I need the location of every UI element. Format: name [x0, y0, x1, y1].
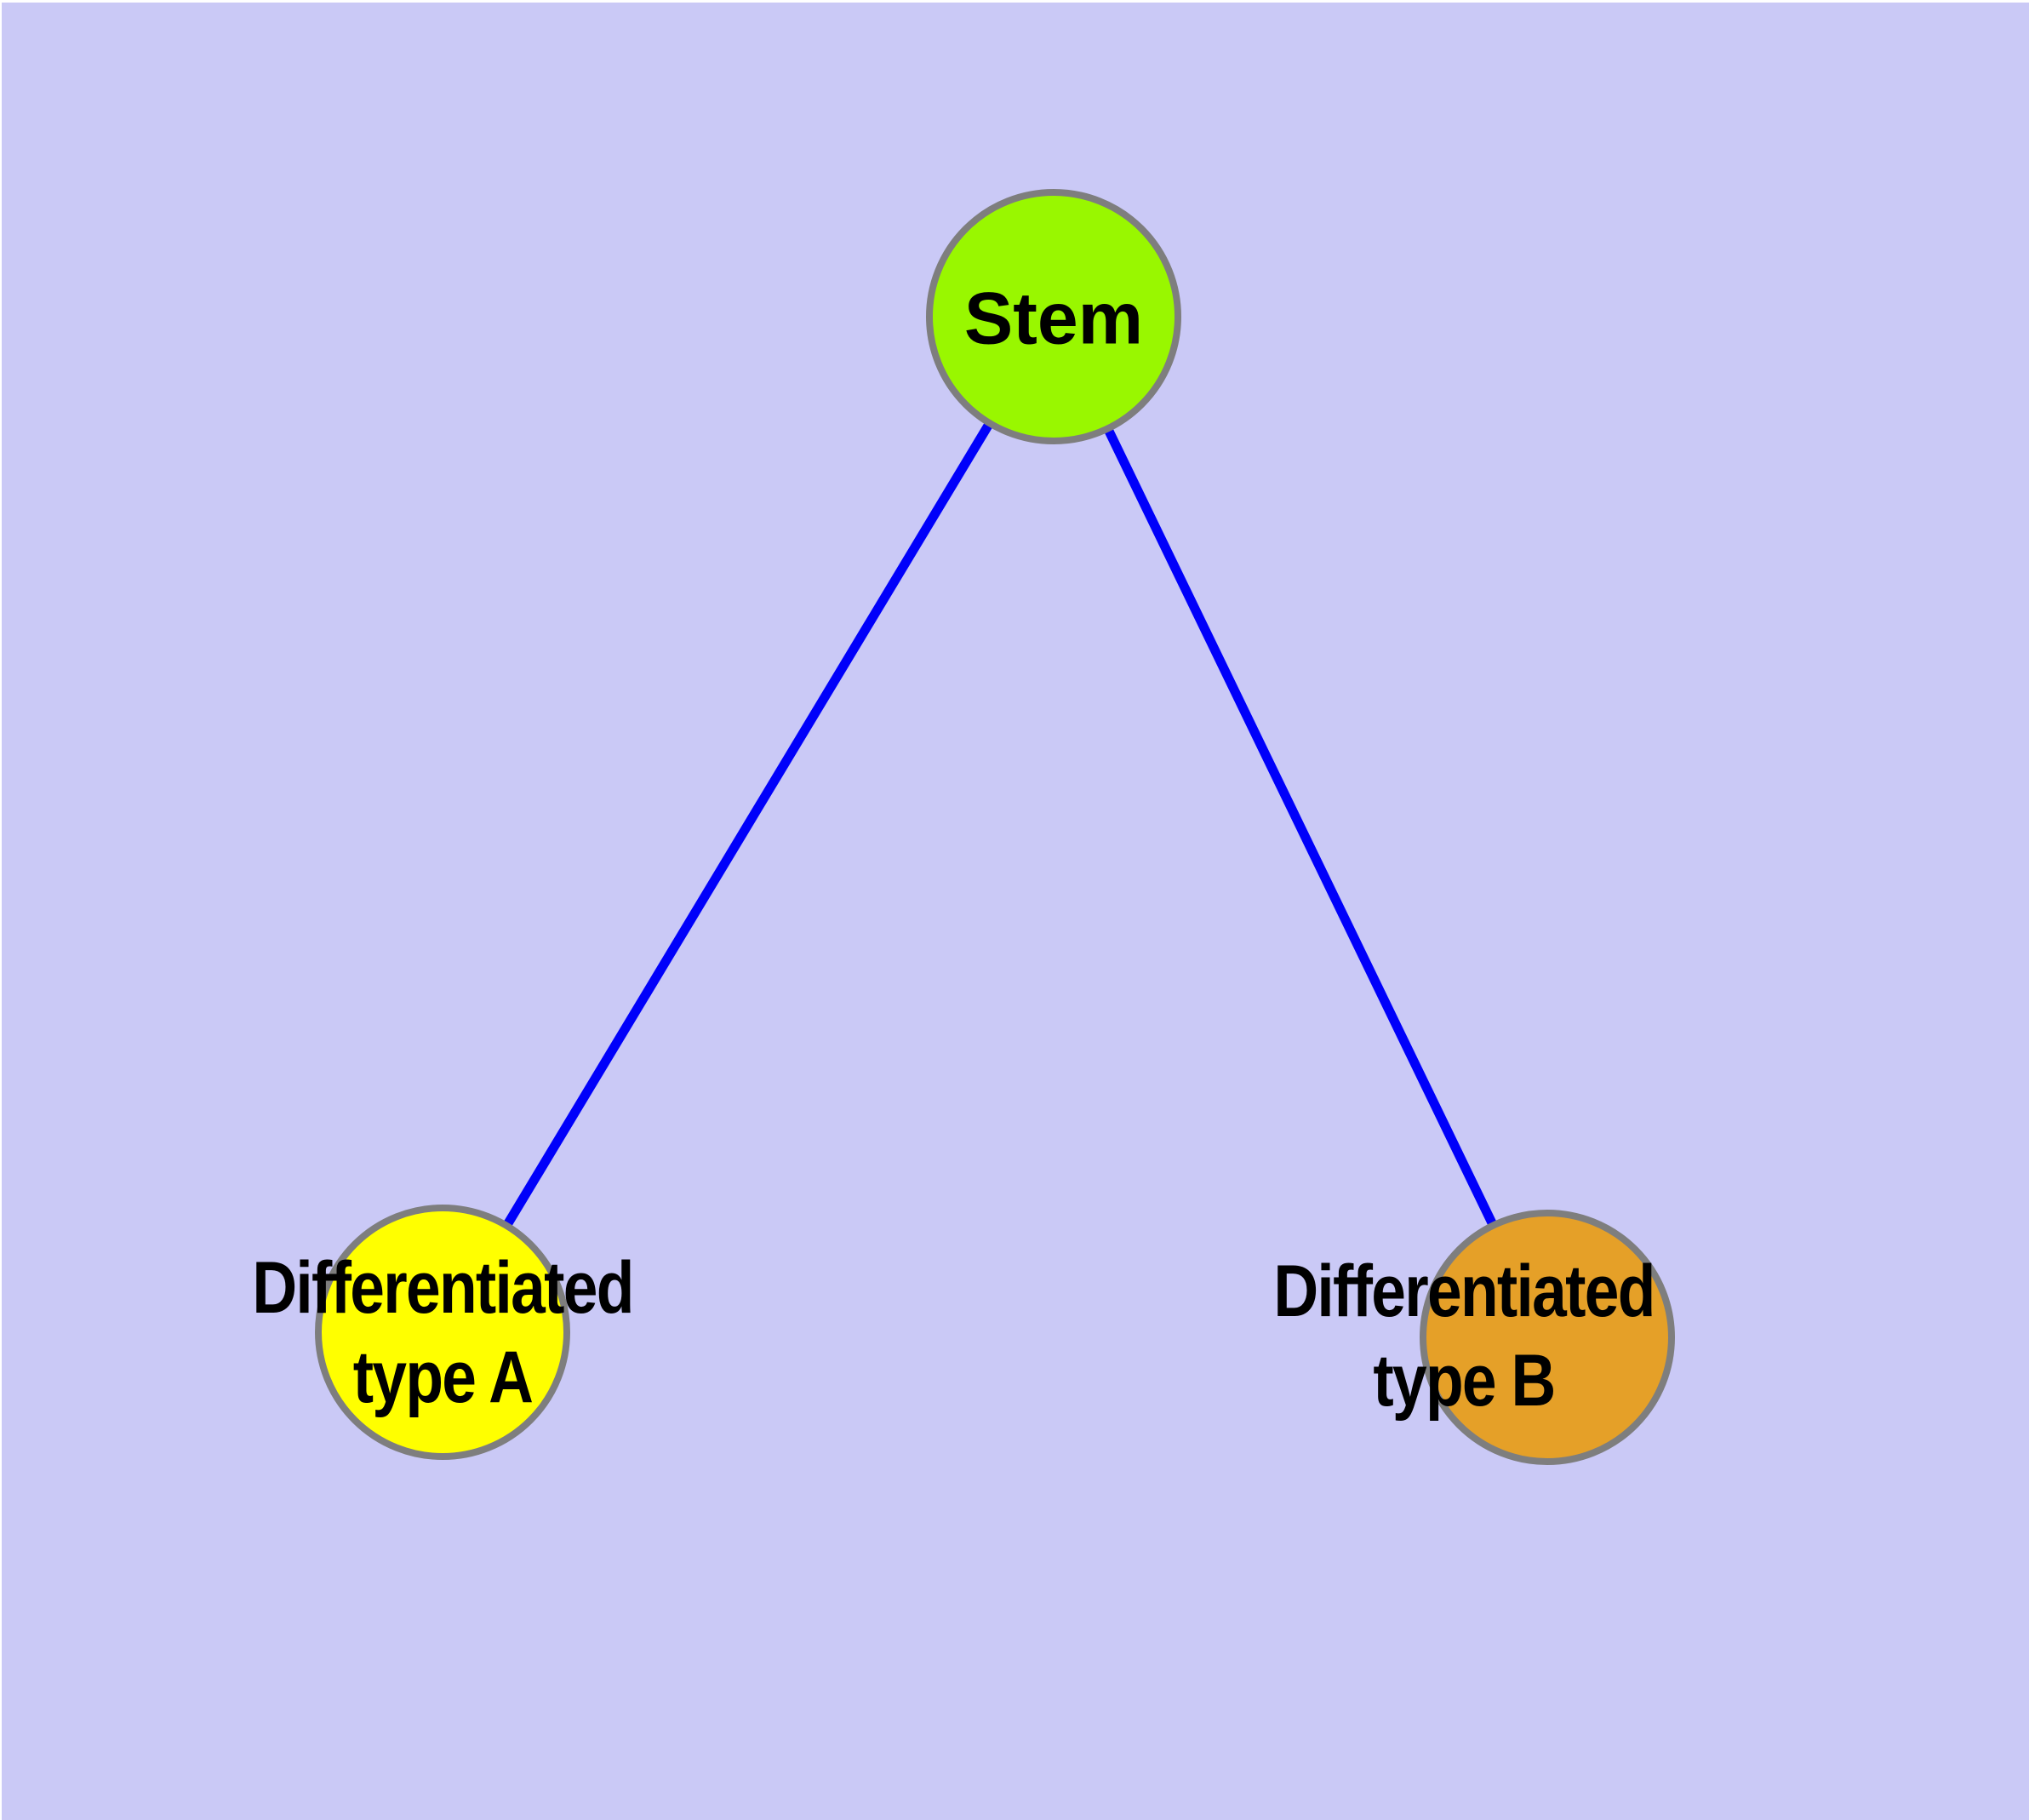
- node-stem-label: Stem: [963, 278, 1144, 360]
- node-differentiated-type-b: [1420, 1210, 1675, 1465]
- edge-stem-to-type-a: [438, 314, 1058, 1335]
- node-differentiated-type-a-label: Differentiated type A: [252, 1247, 634, 1418]
- node-stem: [926, 189, 1181, 444]
- node-differentiated-type-a: [315, 1205, 570, 1460]
- frame-top-edge: [0, 0, 2029, 3]
- node-differentiated-type-b-label: Differentiated type B: [1273, 1251, 1655, 1422]
- edge-stem-to-type-b: [1049, 314, 1552, 1340]
- frame-left-edge: [0, 0, 2, 1820]
